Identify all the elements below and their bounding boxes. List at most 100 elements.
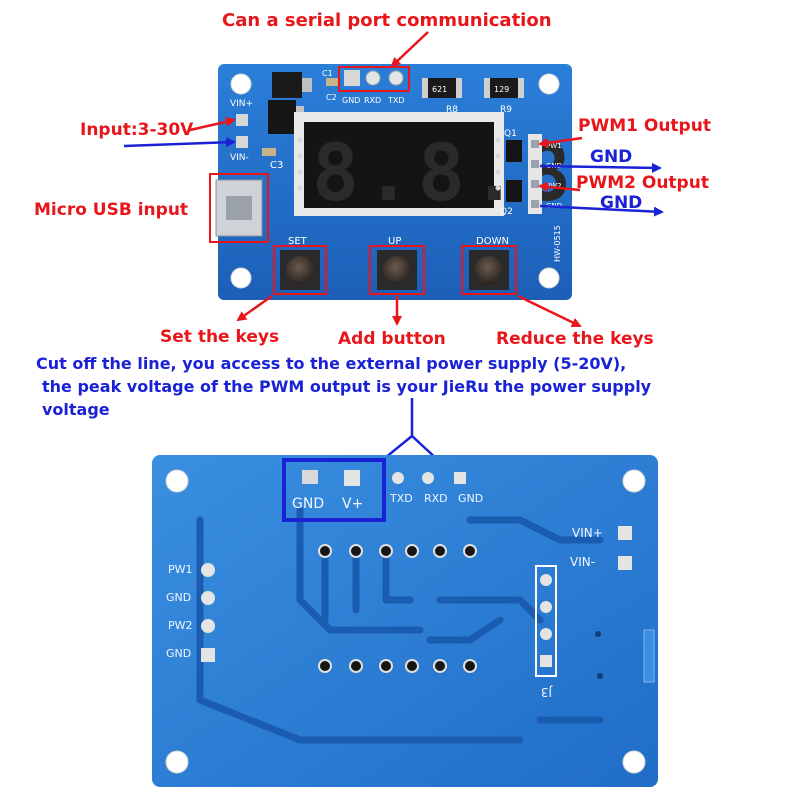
diode-lead [302,78,312,92]
back-vin-plus-pad [618,526,632,540]
mount-hole [538,267,560,289]
resistor-r9 [484,78,524,98]
silk-rxd: RXD [364,96,381,105]
pad-gnd2 [454,472,466,484]
pad-vplus [344,470,360,486]
pcb-traces [196,506,604,744]
back-silk-vplus: V+ [342,496,363,512]
silk-r9: R9 [500,105,512,115]
regulator-chip [268,100,296,134]
back-silk-vin-plus: VIN+ [572,526,603,540]
back-silk-txd: TXD [389,492,413,505]
res-code-2: 129 [494,85,509,94]
pad-gnd [302,470,318,484]
down-key-highlight [461,245,517,295]
down-key-cap [475,256,503,284]
silk-set: SET [288,236,308,247]
serial-pad-txd [388,70,404,86]
power-pads-highlight [282,458,386,522]
pad-txd [392,472,404,484]
mount-hole [165,750,189,774]
back-pad-pw2 [201,619,215,633]
res-code-1: 621 [432,85,447,94]
micro-usb-port [215,179,263,237]
label-pwm1: PWM1 Output [578,116,711,136]
back-silk-vin-minus: VIN- [570,555,595,569]
label-usb: Micro USB input [34,200,188,220]
silk-q2: Q2 [500,207,513,217]
silk-vin-plus: VIN+ [230,99,253,109]
mount-hole [622,750,646,774]
vin-minus-pad [236,136,248,148]
set-key-highlight [273,245,327,295]
silk-r8: R8 [446,105,458,115]
back-silk-j3: J3 [541,685,553,699]
j3-outline [535,565,557,677]
back-silk-pw2: PW2 [168,619,193,632]
back-vin-minus-pad [618,556,632,570]
output-header [528,134,542,214]
pad-rxd [422,472,434,484]
up-key-highlight [369,245,425,295]
label-gnd2: GND [600,193,642,213]
back-pad-pw1 [201,563,215,577]
silk-up: UP [388,236,401,247]
serial-highlight [338,66,410,92]
serial-pad-rxd [365,70,381,86]
display-digits: 8.8.8 [312,129,577,219]
mount-hole [230,73,252,95]
cap-c3 [262,148,276,156]
usb-highlight [209,173,269,243]
back-silk-gnd4: GND [166,647,191,660]
silk-gnd: GND [342,96,360,105]
label-input: Input:3-30V [80,120,194,140]
silk-c2: C2 [326,93,337,102]
silk-c1: C1 [322,69,333,78]
silk-txd: TXD [387,96,405,105]
j3-pins [540,574,552,667]
mosfet-q2 [506,180,522,202]
up-key-cap [383,256,411,284]
arrow-reduce [517,294,582,328]
diode [272,72,302,98]
label-serial: Can a serial port communication [222,10,552,31]
label-pwm2: PWM2 Output [576,173,709,193]
back-silk-gnd3: GND [166,591,191,604]
silk-model: HW-0515 [553,225,562,262]
silk-down: DOWN [476,236,509,247]
mount-hole [538,73,560,95]
note-line-2: the peak voltage of the PWM output is yo… [42,377,652,396]
label-set-keys: Set the keys [160,327,279,347]
resistor-r8 [422,78,462,98]
display-pins-bottom [318,659,477,673]
cap-c1 [326,78,338,86]
mosfet-q1 [506,140,522,162]
arrow-gnd2 [539,204,664,217]
back-board: GND V+ TXD RXD GND VIN+ VIN- J3 PW1 GND [152,455,658,787]
arrow-pwm1 [538,136,583,148]
silk-c3: C3 [270,160,283,171]
usb-edge [643,629,655,683]
arrow-gnd1 [539,162,662,173]
arrow-serial [390,31,429,68]
arrow-pwm2 [538,181,581,192]
back-silk-gnd2: GND [458,492,483,505]
arrow-input-minus [123,137,236,148]
label-gnd1: GND [590,147,632,167]
mount-hole [230,267,252,289]
display-pins-top [318,544,477,558]
back-pad-gnd4 [201,648,215,662]
silk-pw2: PW2 [546,182,562,190]
mount-hole [622,469,646,493]
note-line-1: Cut off the line, you access to the exte… [36,354,626,373]
serial-pad-gnd [344,70,360,86]
back-pad-gnd3 [201,591,215,605]
silk-vin-minus: VIN- [230,153,249,163]
back-silk-gnd: GND [292,496,324,512]
silk-q1: Q1 [504,129,517,139]
front-board: C1 C2 C3 GND RXD TXD 621 R8 129 R9 VIN+ … [209,64,577,300]
label-reduce-keys: Reduce the keys [496,329,654,349]
set-key-cap [286,256,314,284]
note-line-3: voltage [42,400,110,419]
seven-segment-display [304,122,494,208]
